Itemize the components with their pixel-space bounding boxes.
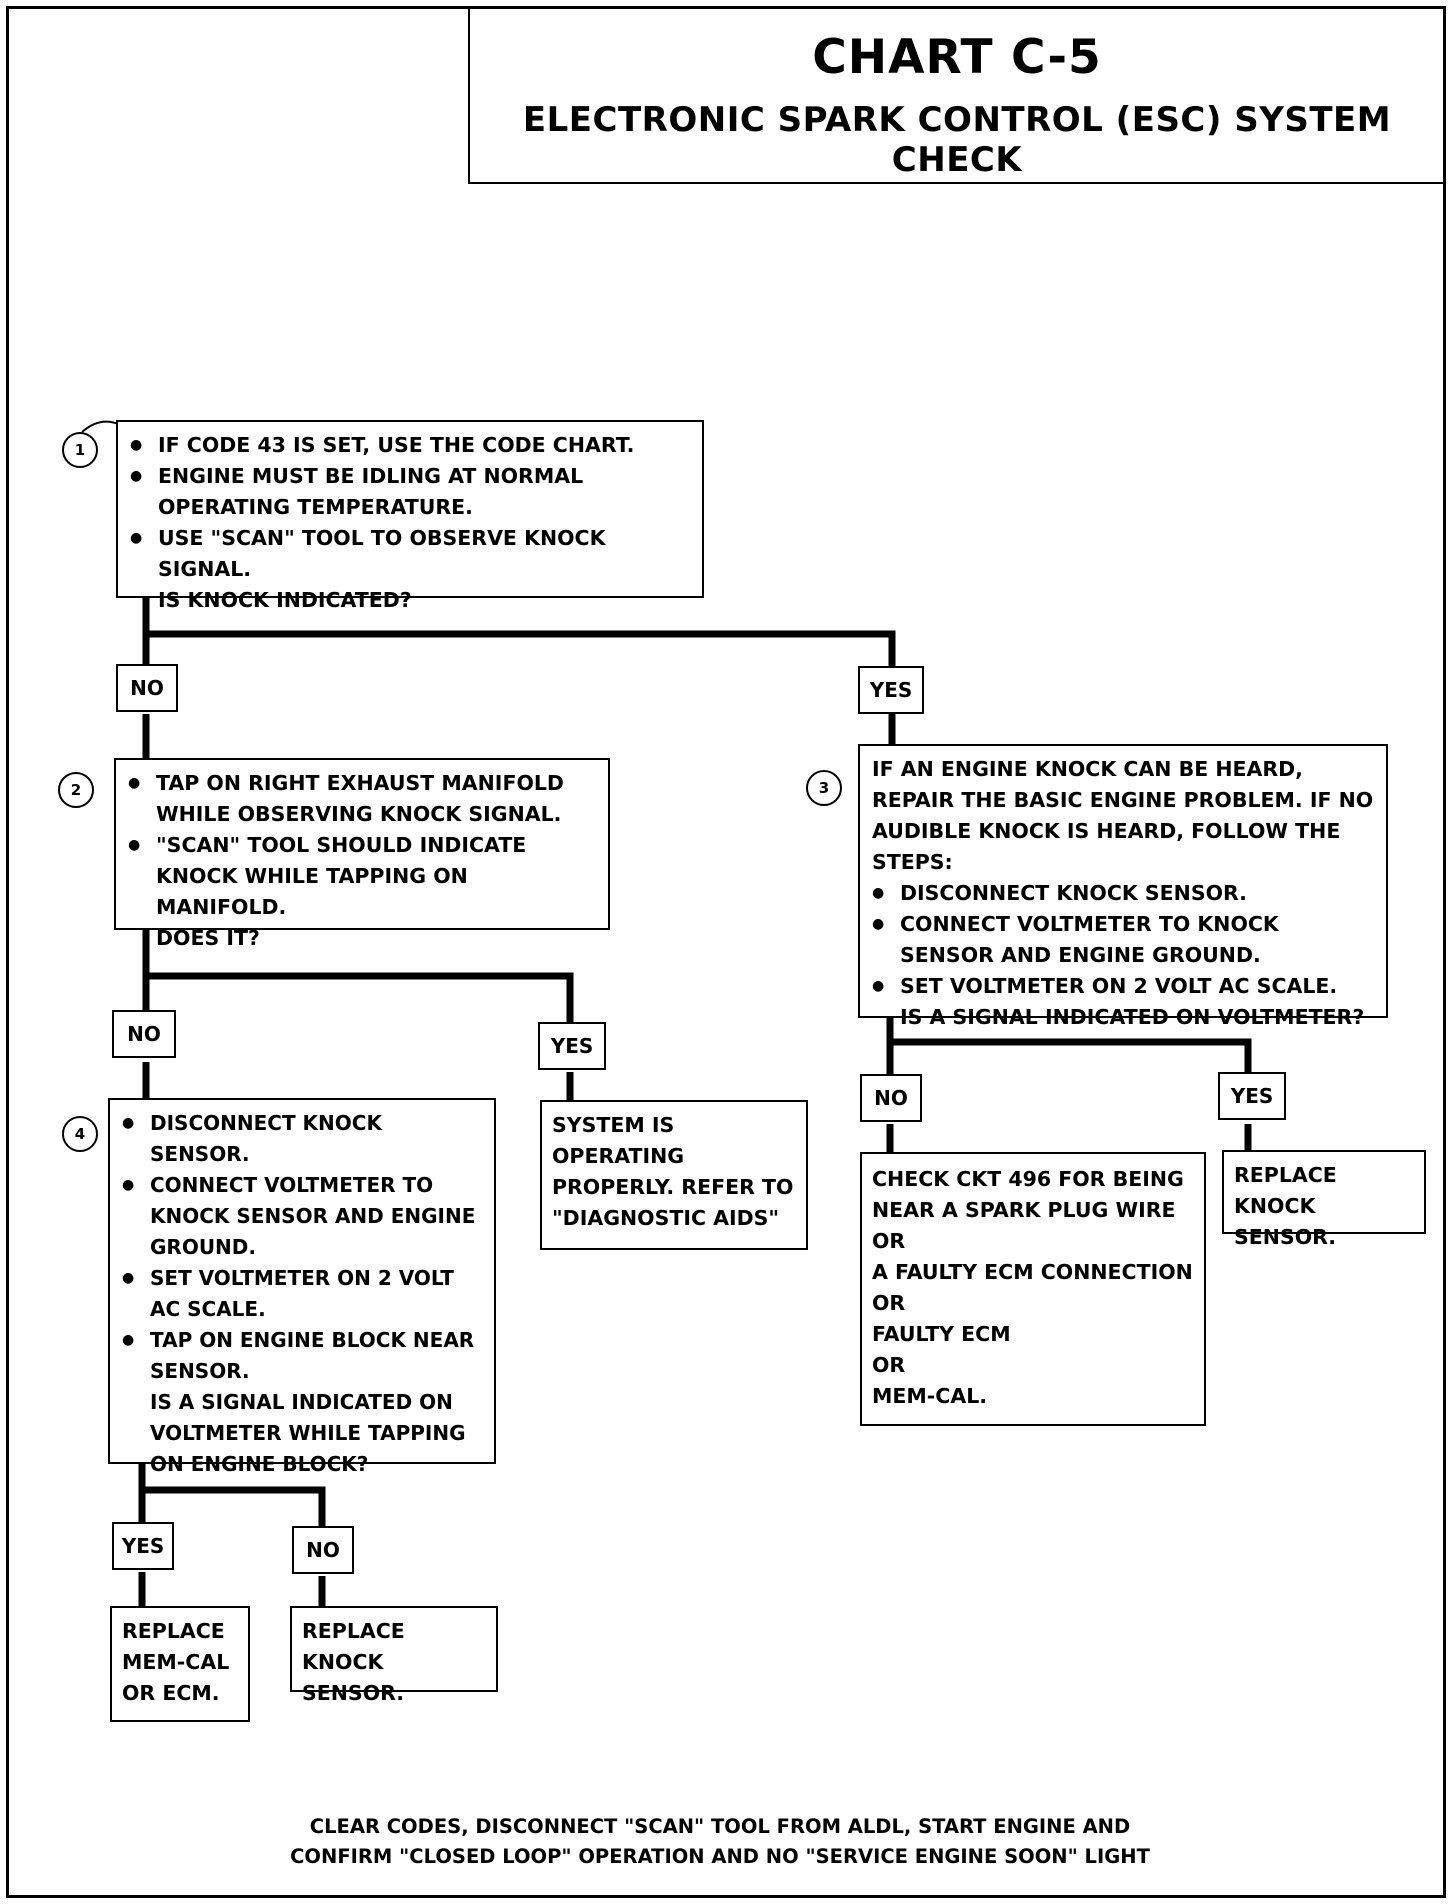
step-3-bullet: DISCONNECT KNOCK SENSOR. [870, 878, 1376, 909]
step-4-no-label: NO [292, 1526, 354, 1574]
step-number-1: 1 [62, 432, 98, 468]
check-ckt-line: A FAULTY ECM CONNECTION [872, 1260, 1193, 1284]
step-2-bullet: "SCAN" TOOL SHOULD INDICATE KNOCK WHILE … [126, 830, 598, 923]
check-ckt-line: FAULTY ECM [872, 1322, 1011, 1346]
page-frame [6, 6, 1446, 1898]
connector-s2-yes [146, 972, 574, 1026]
step-1-bullet: ENGINE MUST BE IDLING AT NORMAL OPERATIN… [128, 461, 692, 523]
step-1-no-label: NO [116, 664, 178, 712]
result-system-ok: SYSTEM IS OPERATING PROPERLY. REFER TO "… [540, 1100, 808, 1250]
connector-s1-yes [146, 630, 896, 668]
step-4-yes-label: YES [112, 1522, 174, 1570]
footer-text-1: CLEAR CODES, DISCONNECT "SCAN" TOOL FROM… [309, 1815, 1131, 1838]
step-4-box: DISCONNECT KNOCK SENSOR. CONNECT VOLTMET… [108, 1098, 496, 1476]
step-2-box: TAP ON RIGHT EXHAUST MANIFOLD WHILE OBSE… [114, 758, 610, 950]
step-2-bullet: TAP ON RIGHT EXHAUST MANIFOLD WHILE OBSE… [126, 768, 598, 830]
check-ckt-line: OR [872, 1353, 906, 1377]
step-number-3: 3 [806, 770, 842, 806]
title-box [468, 6, 1446, 184]
result-replace-knock-sensor-right: REPLACE KNOCK SENSOR. [1222, 1150, 1426, 1249]
step-3-no-label: NO [860, 1074, 922, 1122]
check-ckt-line: OR [872, 1291, 906, 1315]
step-3-intro: IF AN ENGINE KNOCK CAN BE HEARD, REPAIR … [872, 757, 1374, 874]
check-ckt-line: OR [872, 1229, 906, 1253]
step-1-bullet: IF CODE 43 IS SET, USE THE CODE CHART. [128, 430, 692, 461]
step-4-bullet: TAP ON ENGINE BLOCK NEAR SENSOR. [120, 1325, 484, 1387]
result-check-ckt: CHECK CKT 496 FOR BEING NEAR A SPARK PLU… [860, 1152, 1206, 1426]
step-4-bullet: CONNECT VOLTMETER TO KNOCK SENSOR AND EN… [120, 1170, 484, 1263]
step-3-box: IF AN ENGINE KNOCK CAN BE HEARD, REPAIR … [858, 744, 1388, 1029]
step-3-yes-label: YES [1218, 1072, 1286, 1120]
result-replace-knock-sensor-bottom: REPLACE KNOCK SENSOR. [290, 1606, 498, 1705]
step-2-no-label: NO [112, 1010, 176, 1058]
step-number-2: 2 [58, 772, 94, 808]
step-1-bullet: USE "SCAN" TOOL TO OBSERVE KNOCK SIGNAL. [128, 523, 692, 585]
chart-title: CHART C-5 [812, 30, 1102, 85]
step-1-question: IS KNOCK INDICATED? [158, 588, 412, 612]
footer-text-2: CONFIRM "CLOSED LOOP" OPERATION AND NO "… [290, 1845, 1150, 1868]
step-3-bullet: SET VOLTMETER ON 2 VOLT AC SCALE. [870, 971, 1376, 1002]
step-4-bullet: DISCONNECT KNOCK SENSOR. [120, 1108, 484, 1170]
connector-s3-yes [890, 1038, 1252, 1076]
check-ckt-line: CHECK CKT 496 FOR BEING NEAR A SPARK PLU… [872, 1167, 1184, 1222]
footer-block: CLEAR CODES, DISCONNECT "SCAN" TOOL FROM… [220, 1812, 1220, 1872]
step-1-yes-label: YES [858, 666, 924, 714]
result-replace-memcal: REPLACE MEM-CAL OR ECM. [110, 1606, 250, 1722]
step-2-yes-label: YES [538, 1022, 606, 1070]
connector-s4-no [142, 1486, 326, 1528]
check-ckt-line: MEM-CAL. [872, 1384, 988, 1408]
step-4-question: IS A SIGNAL INDICATED ON VOLTMETER WHILE… [150, 1390, 466, 1476]
step1-marker-line [81, 420, 119, 433]
step-1-box: IF CODE 43 IS SET, USE THE CODE CHART. E… [116, 420, 704, 612]
step-3-bullet: CONNECT VOLTMETER TO KNOCK SENSOR AND EN… [870, 909, 1376, 971]
step-number-4: 4 [62, 1116, 98, 1152]
step-2-question: DOES IT? [156, 926, 260, 950]
step-3-question: IS A SIGNAL INDICATED ON VOLTMETER? [900, 1005, 1365, 1029]
step-4-bullet: SET VOLTMETER ON 2 VOLT AC SCALE. [120, 1263, 484, 1325]
chart-subtitle: ELECTRONIC SPARK CONTROL (ESC) SYSTEM CH… [522, 100, 1392, 180]
